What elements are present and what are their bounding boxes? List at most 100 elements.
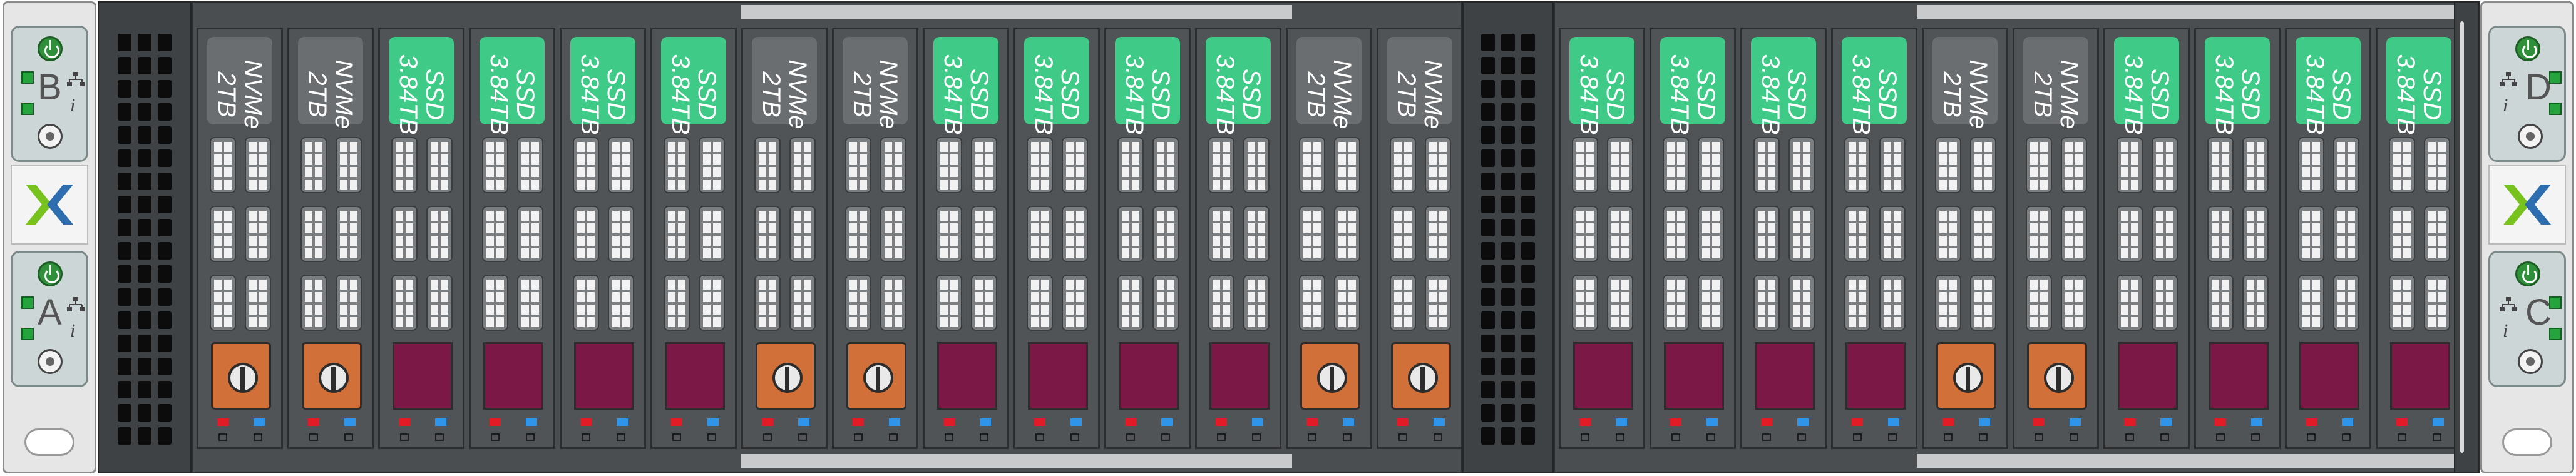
drive-activity-led [1979, 418, 1990, 426]
latch-knob-icon[interactable] [772, 363, 803, 393]
drive-vent [300, 137, 327, 193]
drive-vent [1935, 206, 1961, 262]
drive-activity-led [889, 418, 900, 426]
drive-capacity-text: 3.84TB [1847, 54, 1875, 135]
drive-release-latch[interactable] [1119, 342, 1179, 410]
vent-slot [1521, 34, 1535, 51]
drive-vent [391, 206, 418, 262]
latch-knob-icon[interactable] [228, 363, 258, 393]
drive-vent [2152, 137, 2178, 193]
right-pull-tab[interactable] [2502, 428, 2552, 456]
drive-vent [699, 206, 725, 262]
vent-slot [1521, 265, 1535, 283]
latch-knob-icon[interactable] [1408, 363, 1438, 393]
drive-release-latch[interactable] [1209, 342, 1270, 410]
drive-release-latch[interactable] [483, 342, 543, 410]
drive-release-latch[interactable] [665, 342, 725, 410]
latch-knob-icon[interactable] [863, 363, 893, 393]
vent-slot [1501, 381, 1515, 398]
drive-vent [2207, 275, 2234, 331]
drive-release-latch-orange[interactable] [1936, 342, 1996, 410]
drive-release-latch-orange[interactable] [1300, 342, 1360, 410]
drive-vent [664, 137, 690, 193]
drive-release-latch[interactable] [574, 342, 634, 410]
vent-slot [118, 173, 131, 190]
vent-slot [1481, 381, 1495, 398]
drive-release-latch[interactable] [1028, 342, 1088, 410]
drive-release-latch-orange[interactable] [846, 342, 906, 410]
node-b-power-icon[interactable] [38, 36, 63, 61]
drive-release-latch[interactable] [1845, 342, 1906, 410]
latch-knob-icon[interactable] [1953, 363, 1983, 393]
drive-release-latch[interactable] [2118, 342, 2178, 410]
drive-release-latch-orange[interactable] [2027, 342, 2087, 410]
node-b-id-button[interactable] [38, 124, 63, 149]
drive-release-latch[interactable] [2209, 342, 2269, 410]
drive-release-latch[interactable] [1664, 342, 1724, 410]
drive-type-text: SSD [511, 68, 539, 121]
vent-slot [158, 173, 172, 190]
drive-vent [1572, 137, 1598, 193]
drive-release-latch[interactable] [393, 342, 453, 410]
drive-release-latch[interactable] [1573, 342, 1633, 410]
node-c-power-icon[interactable] [2515, 261, 2540, 286]
drive-vent [1152, 137, 1179, 193]
drive-vent [1935, 275, 1961, 331]
node-d-power-icon[interactable] [2515, 36, 2540, 61]
drive-release-latch-orange[interactable] [756, 342, 816, 410]
drive-fault-led [1216, 418, 1227, 426]
drive-capacity-text: 3.84TB [576, 54, 603, 135]
node-c-id-button[interactable] [2518, 349, 2543, 374]
latch-knob-icon[interactable] [319, 363, 349, 393]
left-pull-tab[interactable] [24, 428, 74, 456]
drive-type-text: SSD [421, 68, 448, 121]
drive-release-latch-orange[interactable] [1391, 342, 1451, 410]
drive-activity-led [2251, 418, 2262, 426]
node-a-id-button[interactable] [38, 349, 63, 374]
node-a-power-icon[interactable] [38, 261, 63, 286]
drive-vent [1753, 137, 1780, 193]
latch-knob-icon[interactable] [2044, 363, 2074, 393]
drive-release-latch[interactable] [937, 342, 997, 410]
drive-release-latch[interactable] [2299, 342, 2359, 410]
drive-release-latch[interactable] [2390, 342, 2450, 410]
node-d-id-button[interactable] [2518, 124, 2543, 149]
drive-release-latch-orange[interactable] [302, 342, 362, 410]
drive-capacity-text: 3.84TB [2392, 54, 2419, 135]
drive-vent [573, 206, 599, 262]
drive-status-icon [1797, 433, 1806, 441]
latch-knob-icon[interactable] [1317, 363, 1347, 393]
vent-slot [158, 381, 172, 398]
node-b-network-icon [67, 72, 85, 86]
drive-release-latch[interactable] [1755, 342, 1815, 410]
drive-vent [2333, 275, 2359, 331]
drive-release-latch-orange[interactable] [211, 342, 271, 410]
vent-slot [138, 103, 151, 121]
vent-slot [138, 288, 151, 306]
